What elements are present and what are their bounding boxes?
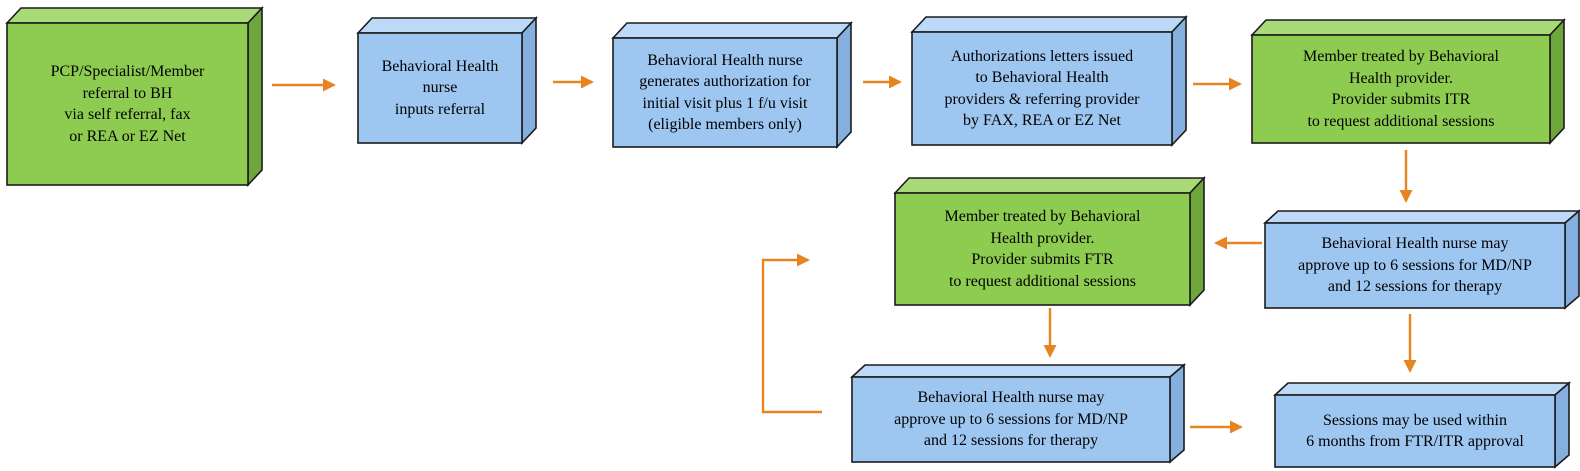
cube-nurse-approves-itr (1262, 209, 1580, 310)
cube-sessions-validity (1272, 381, 1572, 469)
cube-referral-source (5, 5, 264, 188)
arrow-loop-approve-to-treated-ftr (761, 253, 822, 414)
flow-arrows (272, 75, 1417, 434)
cube-member-treated-ftr (893, 175, 1206, 308)
cube-nurse-inputs-referral (356, 15, 538, 146)
cube-nurse-generates-auth (611, 20, 853, 150)
cube-auth-letters-issued (910, 14, 1188, 148)
cube-member-treated-itr (1250, 17, 1566, 146)
cube-nurse-approves-ftr (849, 363, 1187, 464)
